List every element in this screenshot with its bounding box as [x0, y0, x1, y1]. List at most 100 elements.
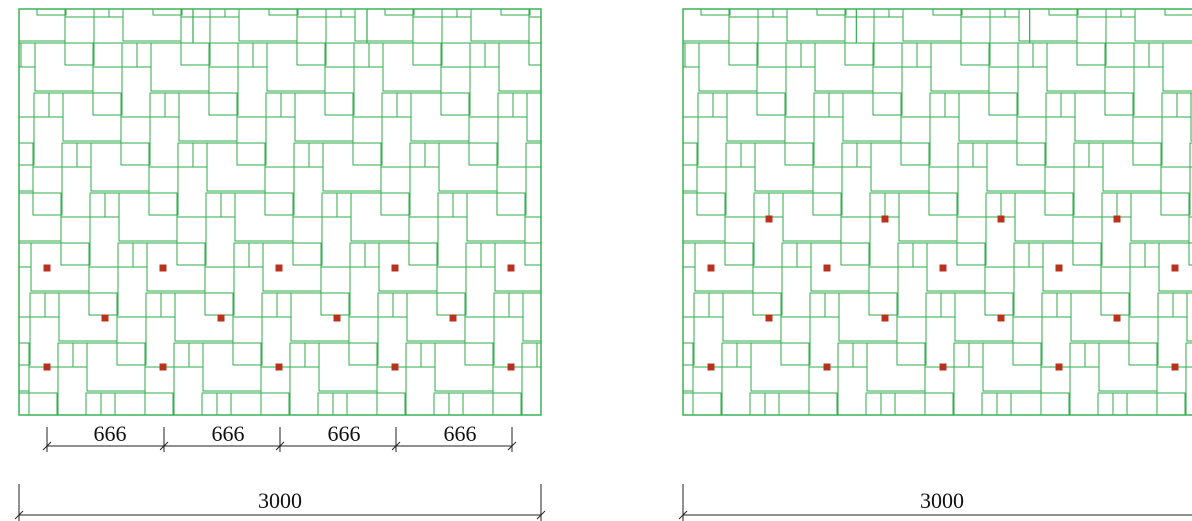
paver-bar [873, 9, 890, 18]
paver-bar [349, 242, 366, 268]
paver-bar [361, 443, 375, 467]
paver-medium [1164, 9, 1192, 16]
paver-large [375, 443, 433, 491]
paver-bar [657, 143, 671, 167]
anchor-point [507, 264, 515, 272]
paver-bar [884, 192, 900, 218]
paver-medium [837, 417, 866, 465]
paver-bar [1073, 142, 1090, 168]
paver-bar [614, 93, 629, 117]
paver-bar [944, 92, 960, 118]
paver-bar [1189, 142, 1192, 168]
paver-bar [332, 392, 348, 415]
paver-bar [1105, 9, 1122, 18]
left-panel: 666 666 666 666 3000 [14, 0, 671, 521]
paver-medium [932, 9, 963, 16]
paver-bar [809, 292, 826, 318]
paver-medium [412, 16, 443, 66]
paver-large [683, 192, 726, 242]
paver-large [19, 342, 30, 392]
paver-medium [605, 417, 634, 465]
paver-bar [1144, 242, 1160, 268]
paver-medium [900, 116, 931, 166]
paver-bar [129, 443, 143, 467]
paver-bar [346, 443, 361, 467]
paver-bar [289, 342, 306, 368]
paver-medium [464, 316, 495, 366]
paver-medium [984, 266, 1015, 316]
paver-medium [1097, 467, 1126, 515]
anchor-point [1171, 264, 1179, 272]
right-panel-frame [682, 8, 1192, 416]
paver-bar [940, 292, 956, 318]
paver-medium [116, 316, 147, 366]
paver-medium [236, 116, 267, 166]
paver-bar [441, 9, 458, 18]
paver-large [611, 243, 669, 291]
paver-medium [812, 166, 843, 216]
paver-bar [1032, 42, 1048, 68]
paver-large [551, 193, 609, 241]
paver-bar [578, 443, 593, 467]
paver-bar [149, 92, 166, 118]
paver-bar [1157, 292, 1174, 318]
paver-medium [324, 66, 355, 116]
paver-medium [953, 417, 982, 465]
anchor-point [1113, 215, 1121, 223]
paver-medium [405, 417, 434, 465]
anchor-point [939, 363, 947, 371]
paver-medium [1016, 116, 1047, 166]
anchor-point [939, 264, 947, 272]
paver-bar [177, 142, 194, 168]
paver-large [902, 9, 962, 42]
paver-bar [405, 342, 422, 368]
paver-bar [57, 342, 74, 368]
paver-bar [420, 342, 436, 368]
paver-medium [928, 166, 959, 216]
paver-medium [585, 0, 614, 15]
anchor-point [275, 264, 283, 272]
paver-bar [48, 92, 64, 118]
paver-bar [888, 9, 904, 18]
paver-bar [725, 142, 742, 168]
paver-medium [585, 117, 614, 165]
paver-large [611, 93, 669, 141]
paver-bar [693, 292, 710, 318]
paver-large [1010, 392, 1070, 415]
right-overall-dimension: 3000 [678, 484, 1192, 521]
paver-medium [1048, 9, 1079, 16]
paver-medium [289, 417, 318, 465]
paver-medium [201, 467, 230, 515]
paver-bar [957, 142, 974, 168]
paver-bar [894, 443, 909, 467]
paver-bar [233, 242, 250, 268]
paver-bar [280, 92, 296, 118]
right-anchor-set [707, 215, 1179, 371]
right-panel: 3000 [551, 0, 1192, 521]
paver-large [86, 342, 146, 392]
paver-large [30, 242, 90, 292]
paver-large [462, 392, 522, 415]
paver-large [122, 9, 182, 42]
paver-large [322, 142, 382, 192]
paver-bar [985, 192, 1002, 218]
paver-bar [601, 43, 615, 67]
paver-bar [480, 242, 496, 268]
paver-bar [1013, 242, 1030, 268]
paver-medium [872, 66, 903, 116]
paver-bar [448, 392, 464, 415]
paver-large [898, 192, 958, 242]
paver-bar [1120, 9, 1136, 18]
anchor-point [1055, 264, 1063, 272]
paver-medium [617, 0, 646, 15]
paver-large [1018, 9, 1078, 42]
right-overall-dimension-label: 3000 [920, 488, 964, 513]
paver-bar [1056, 292, 1072, 318]
paver-bar [772, 9, 788, 18]
anchor-point [997, 215, 1005, 223]
paver-medium [85, 467, 114, 515]
paver-medium [1188, 216, 1192, 266]
paver-bar [164, 92, 180, 118]
paver-bar [265, 92, 282, 118]
paver-medium [268, 9, 299, 16]
